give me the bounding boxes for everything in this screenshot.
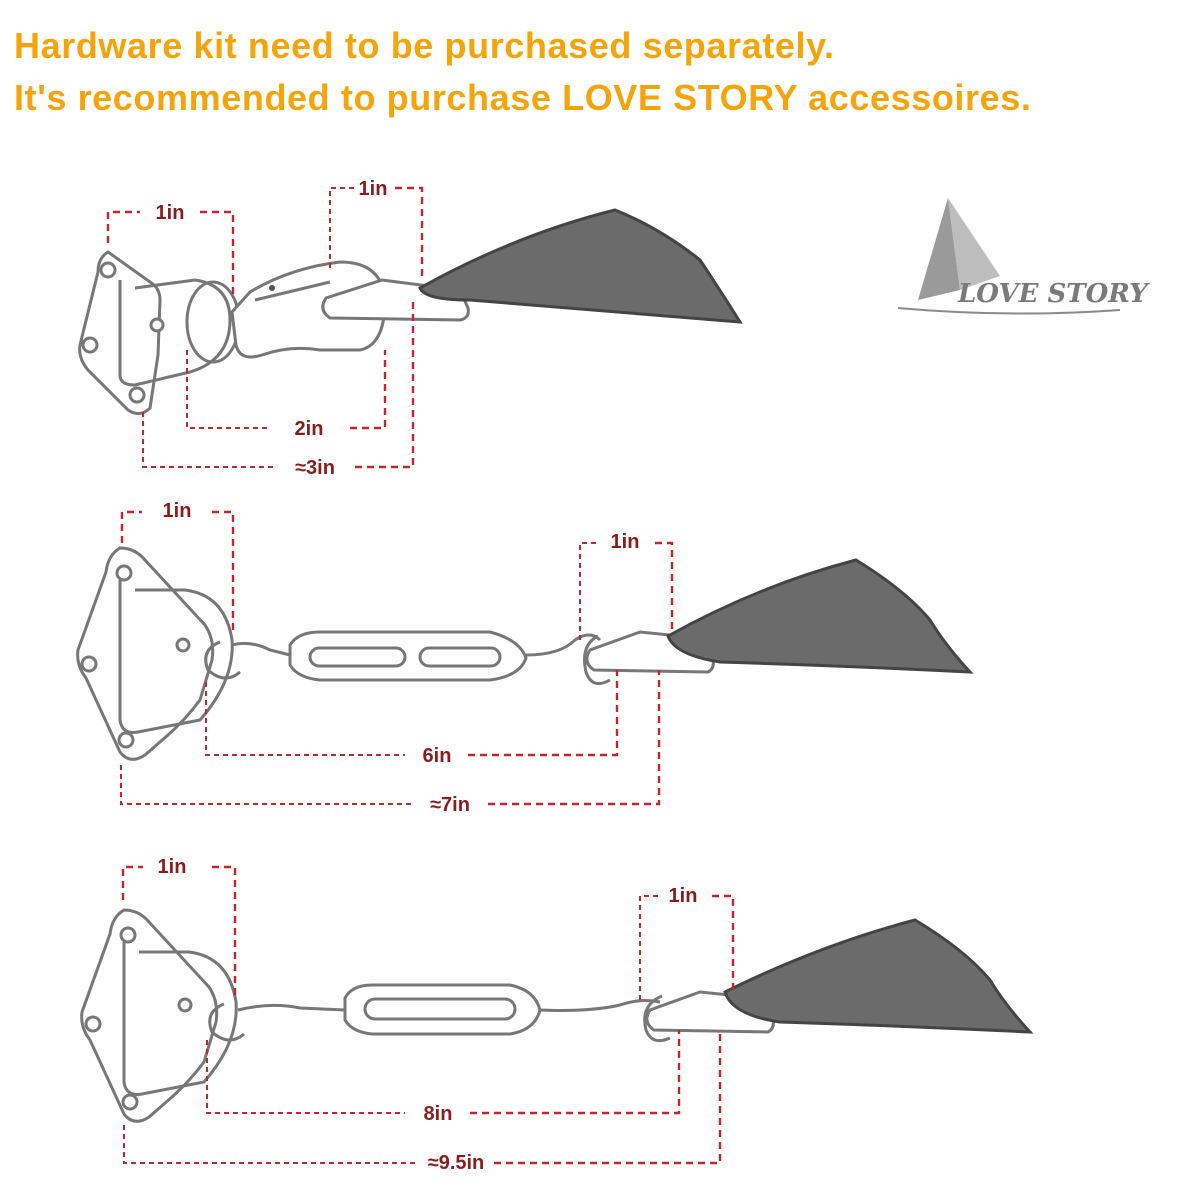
- dim-total: ≈7in: [430, 794, 470, 816]
- pad-eye-plate: [76, 546, 215, 761]
- love-story-logo: LOVE STORY: [897, 198, 1150, 315]
- shade-sail-corner: [418, 208, 743, 324]
- turnbuckle: [343, 983, 542, 1036]
- dim-plate-width: 1in: [158, 856, 187, 878]
- turnbuckle: [288, 630, 528, 682]
- dim-connector: 2in: [295, 418, 324, 440]
- diagram-turnbuckle-6in: 1in 1in 6in ≈7in: [76, 500, 974, 816]
- dim-hook-end: 1in: [359, 178, 388, 200]
- logo-text: LOVE STORY: [957, 279, 1150, 309]
- shade-sail-corner: [666, 558, 974, 674]
- dim-connector: 6in: [423, 745, 452, 767]
- hook-end: [643, 994, 671, 1043]
- dim-total: ≈9.5in: [428, 1152, 485, 1174]
- d-ring: [118, 580, 234, 734]
- dim-total: ≈3in: [295, 457, 335, 479]
- d-ring: [118, 278, 232, 387]
- dim-plate-width: 1in: [156, 202, 185, 224]
- diagram-turnbuckle-8in: 1in 1in 8in ≈9.5in: [80, 856, 1034, 1174]
- header: Hardware kit need to be purchased separa…: [14, 20, 1031, 124]
- dim-hook-end: 1in: [611, 531, 640, 553]
- dim-hook-end: 1in: [669, 885, 698, 907]
- dim-connector: 8in: [424, 1103, 453, 1125]
- logo-sail-icon: [918, 198, 960, 300]
- shade-sail-corner: [723, 918, 1034, 1034]
- d-ring: [122, 942, 238, 1096]
- header-line-1: Hardware kit need to be purchased separa…: [14, 25, 835, 66]
- pad-eye-plate: [80, 908, 219, 1123]
- diagram-snap-hook: 1in 1in 2in ≈3in: [78, 178, 743, 479]
- header-line-2: It's recommended to purchase LOVE STORY …: [14, 77, 1032, 118]
- dim-plate-width: 1in: [163, 500, 192, 522]
- hook-end: [583, 634, 611, 686]
